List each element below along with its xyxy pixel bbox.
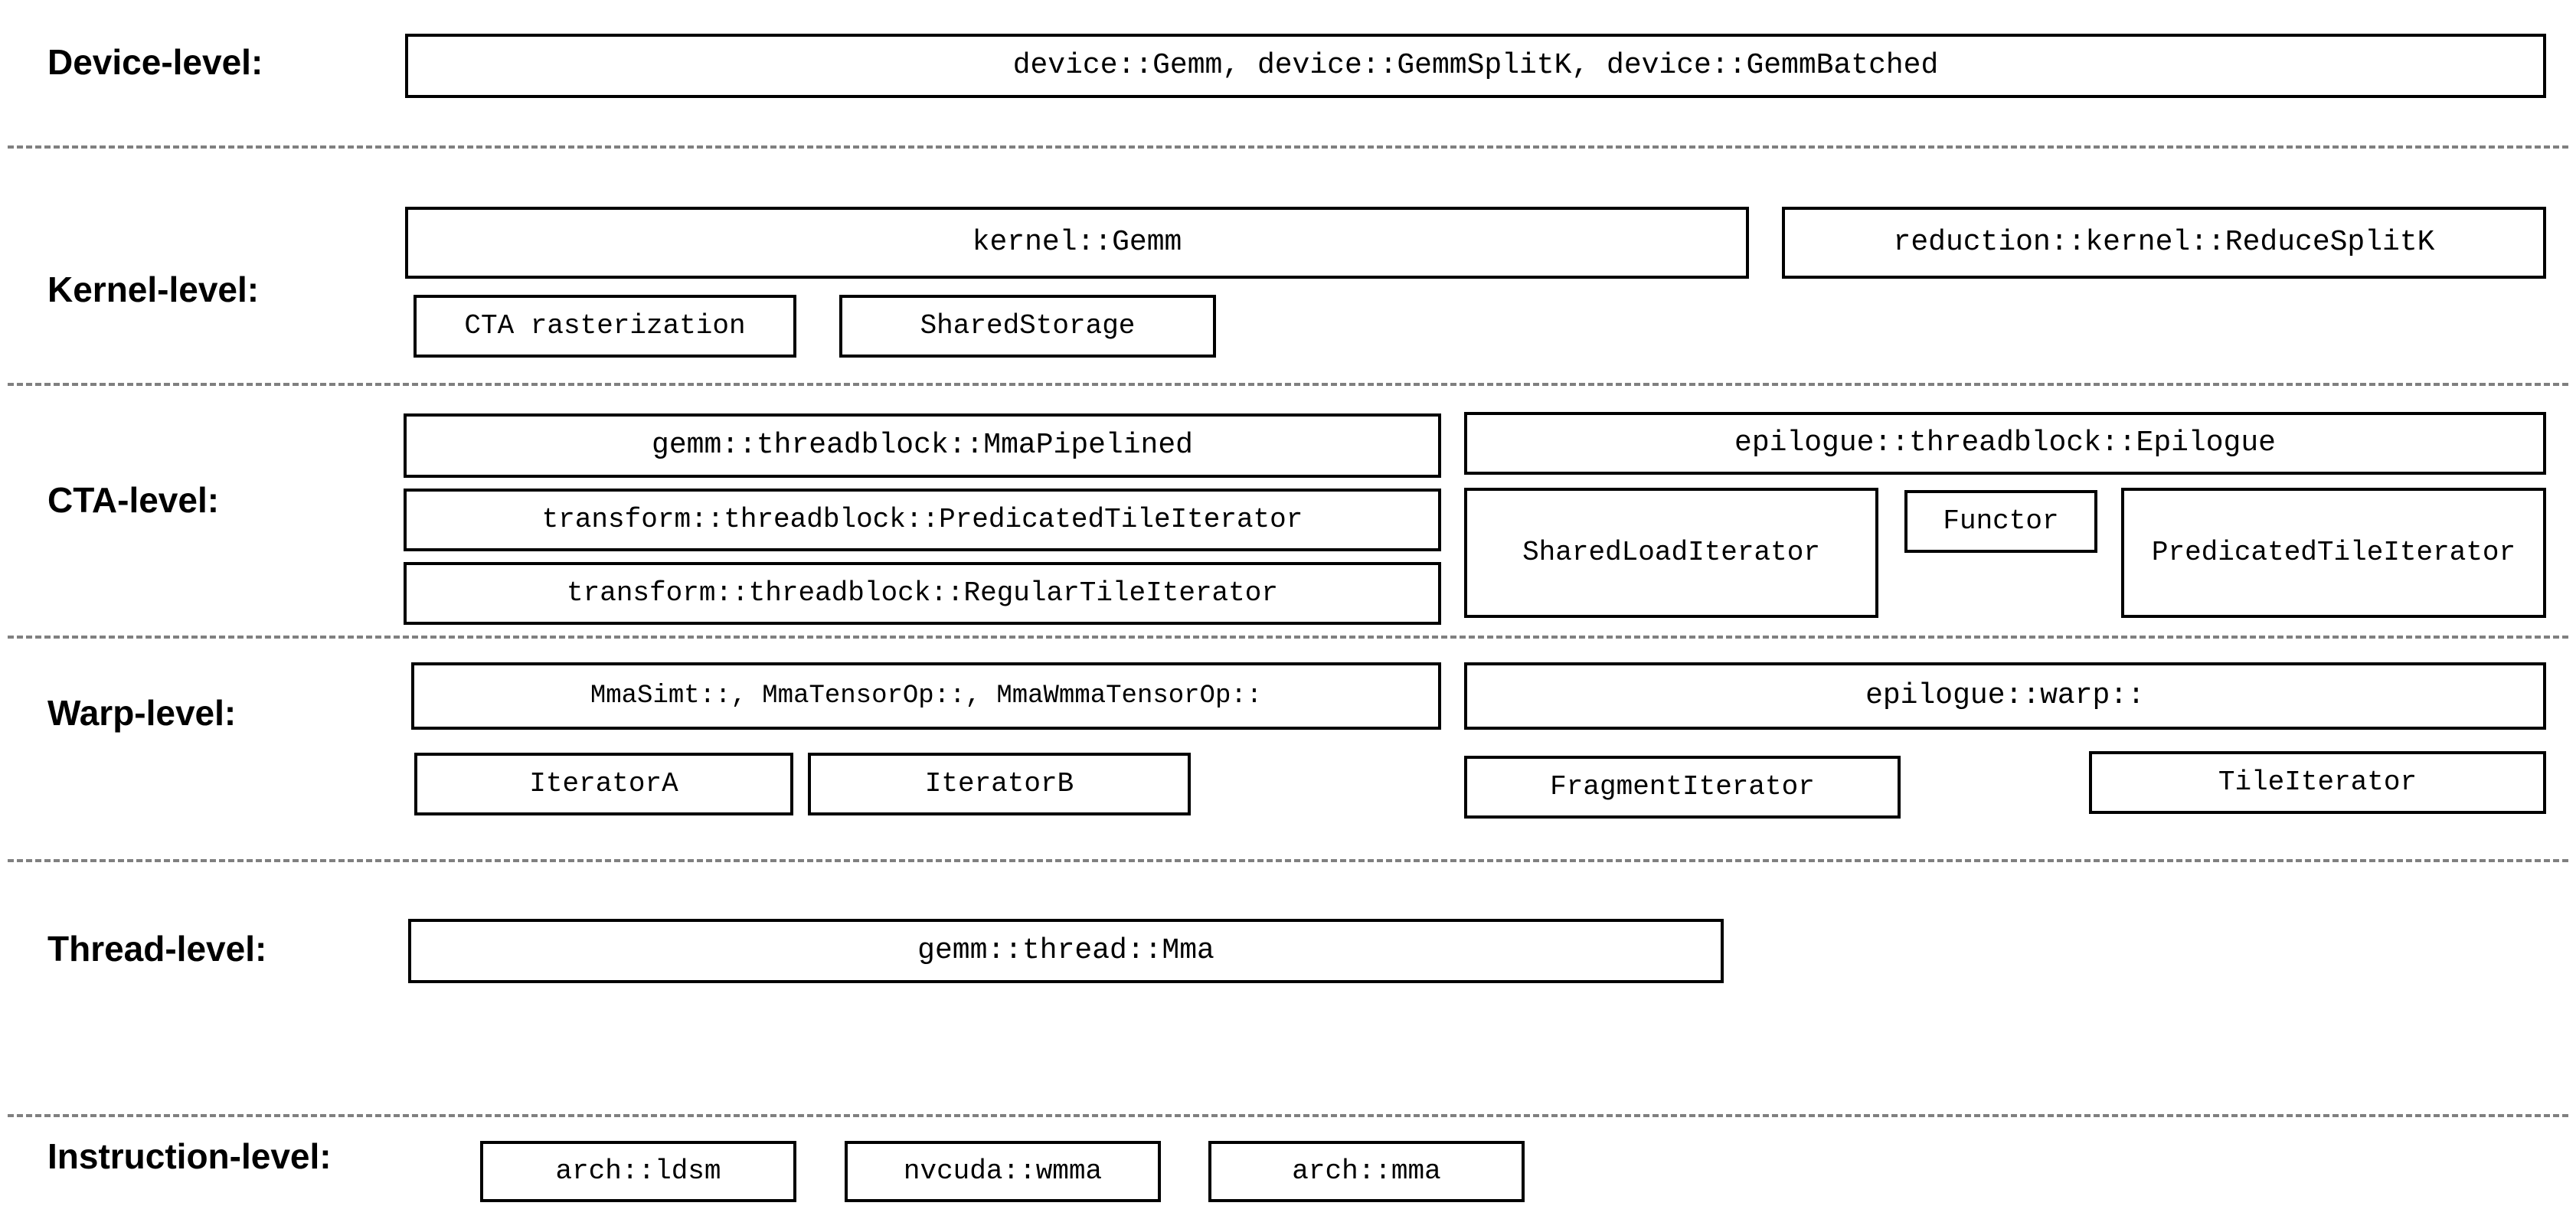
transform-threadblock-predicatedtileiterator-box[interactable]: transform::threadblock::PredicatedTileIt…: [404, 489, 1441, 551]
arch-ldsm-box[interactable]: arch::ldsm: [480, 1141, 796, 1202]
gemm-threadblock-mmapipelined-box[interactable]: gemm::threadblock::MmaPipelined: [404, 413, 1441, 478]
divider-thread-instruction: [8, 1114, 2568, 1117]
sharedloaditerator-box[interactable]: SharedLoadIterator: [1464, 488, 1878, 618]
level-label-warp: Warp-level:: [47, 693, 237, 733]
epilogue-threadblock-epilogue-box[interactable]: epilogue::threadblock::Epilogue: [1464, 412, 2546, 475]
nvcuda-wmma-box[interactable]: nvcuda::wmma: [845, 1141, 1161, 1202]
divider-cta-warp: [8, 636, 2568, 639]
level-label-cta: CTA-level:: [47, 480, 220, 520]
fragmentiterator-box[interactable]: FragmentIterator: [1464, 756, 1901, 819]
sharedstorage-box[interactable]: SharedStorage: [839, 295, 1216, 358]
epilogue-warp-box[interactable]: epilogue::warp::: [1464, 662, 2546, 730]
gemm-thread-mma-box[interactable]: gemm::thread::Mma: [408, 919, 1724, 983]
epilogue-predicatedtileiterator-box[interactable]: PredicatedTileIterator: [2121, 488, 2546, 618]
iterator-b-box[interactable]: IteratorB: [808, 753, 1191, 815]
tileiterator-box[interactable]: TileIterator: [2089, 751, 2546, 814]
level-label-device: Device-level:: [47, 42, 263, 82]
divider-warp-thread: [8, 859, 2568, 862]
iterator-a-box[interactable]: IteratorA: [414, 753, 793, 815]
device-gemm-box[interactable]: device::Gemm, device::GemmSplitK, device…: [405, 34, 2546, 98]
functor-box[interactable]: Functor: [1904, 490, 2097, 553]
cta-rasterization-box[interactable]: CTA rasterization: [414, 295, 796, 358]
level-label-instruction: Instruction-level:: [47, 1136, 332, 1176]
transform-threadblock-regulartileiterator-box[interactable]: transform::threadblock::RegularTileItera…: [404, 562, 1441, 625]
level-label-kernel: Kernel-level:: [47, 270, 260, 309]
divider-kernel-cta: [8, 383, 2568, 386]
reduction-reducesplitk-box[interactable]: reduction::kernel::ReduceSplitK: [1782, 207, 2546, 279]
arch-mma-box[interactable]: arch::mma: [1208, 1141, 1525, 1202]
kernel-gemm-box[interactable]: kernel::Gemm: [405, 207, 1749, 279]
mma-warp-ops-box[interactable]: MmaSimt::, MmaTensorOp::, MmaWmmaTensorO…: [411, 662, 1441, 730]
level-label-thread: Thread-level:: [47, 929, 267, 969]
divider-device-kernel: [8, 145, 2568, 149]
